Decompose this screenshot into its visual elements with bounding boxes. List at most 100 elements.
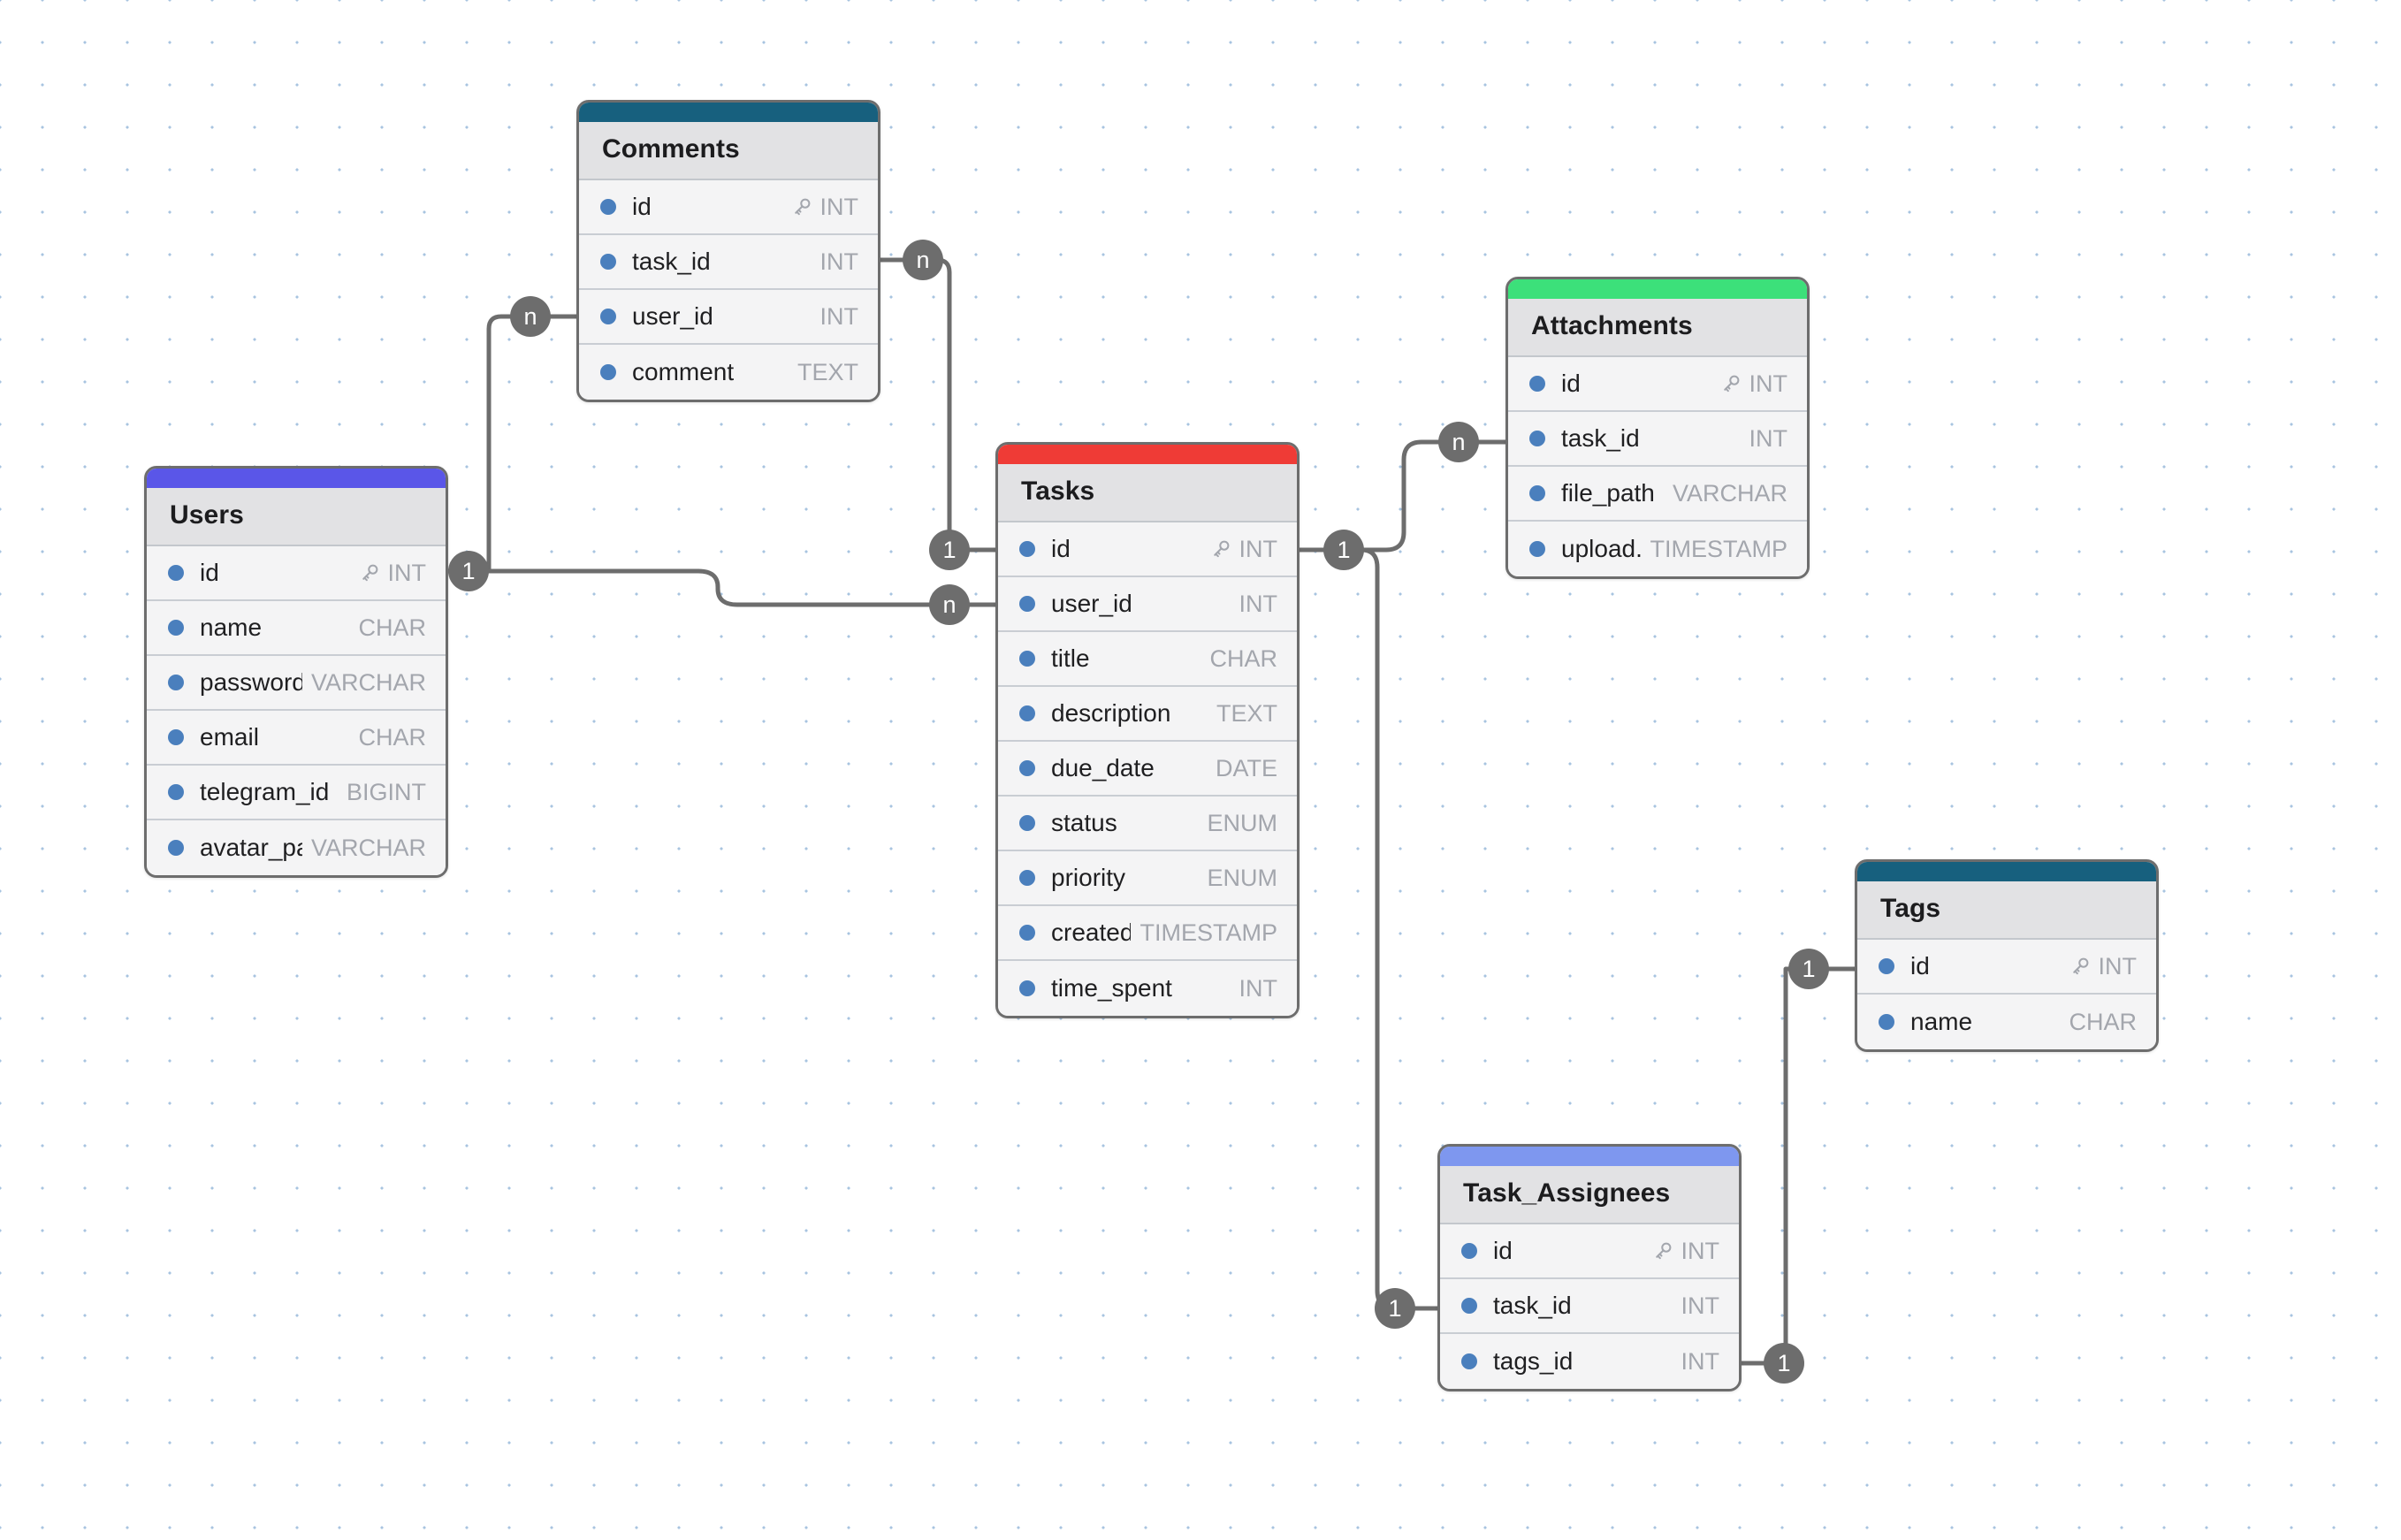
cardinality-badge-source-users-comments[interactable]: 1 — [448, 551, 489, 591]
table-header[interactable]: Attachments — [1508, 299, 1807, 357]
field-row-user_id[interactable]: user_id INT — [579, 290, 878, 345]
field-bullet-icon — [1529, 431, 1545, 446]
field-type: INT — [1749, 370, 1788, 397]
table-header[interactable]: Users — [147, 488, 446, 546]
field-row-description[interactable]: description TEXT — [998, 687, 1297, 742]
field-bullet-icon — [1019, 980, 1035, 996]
field-type-group: INT — [1209, 536, 1277, 563]
cardinality-badge-source-tags-assignees[interactable]: 1 — [1788, 949, 1829, 989]
field-bullet-icon — [168, 729, 184, 745]
field-type: CHAR — [358, 614, 426, 641]
field-type-group: TIMESTAMP — [1140, 919, 1277, 947]
field-bullet-icon — [600, 254, 616, 270]
field-name: user_id — [632, 302, 713, 330]
cardinality-badge-target-users-tasks[interactable]: n — [929, 584, 970, 625]
table-accent-bar — [579, 103, 878, 122]
relationship-edge-tasks-assignees[interactable] — [1297, 547, 1440, 1311]
cardinality-badge-target-users-comments[interactable]: n — [510, 296, 551, 337]
cardinality-badge-target-tasks-comments[interactable]: n — [903, 240, 943, 280]
field-type-group: VARCHAR — [311, 669, 426, 697]
field-bullet-icon — [1019, 925, 1035, 941]
field-row-created[interactable]: created...TIMESTAMP — [998, 906, 1297, 961]
field-bullet-icon — [1019, 651, 1035, 667]
field-row-avatar_pa[interactable]: avatar_pa...VARCHAR — [147, 820, 446, 875]
field-type: VARCHAR — [310, 834, 426, 861]
table-header[interactable]: Task_Assignees — [1440, 1166, 1739, 1224]
table-header[interactable]: Tasks — [998, 464, 1297, 522]
field-type: INT — [387, 559, 427, 586]
cardinality-badge-target-tasks-assignees[interactable]: 1 — [1375, 1288, 1415, 1329]
key-icon — [1213, 540, 1229, 558]
table-accent-bar — [1508, 279, 1807, 299]
field-type-group: VARCHAR — [311, 835, 426, 862]
field-bullet-icon — [168, 675, 184, 690]
field-type-group: INT — [1719, 370, 1788, 398]
field-type-group: INT — [790, 193, 859, 221]
field-row-status[interactable]: status ENUM — [998, 797, 1297, 851]
field-type-group: BIGINT — [347, 779, 426, 806]
field-row-upload[interactable]: upload...TIMESTAMP — [1508, 522, 1807, 576]
field-name: task_id — [1493, 1292, 1572, 1319]
field-type: TIMESTAMP — [1140, 919, 1277, 946]
table-header[interactable]: Tags — [1857, 881, 2156, 940]
field-type: VARCHAR — [310, 668, 426, 696]
field-type-group: ENUM — [1208, 810, 1278, 837]
field-name: id — [1051, 535, 1071, 562]
cardinality-badge-source-tasks-comments[interactable]: 1 — [929, 530, 970, 570]
field-type-group: TEXT — [797, 359, 858, 386]
cardinality-badge-target-tasks-attachments[interactable]: n — [1438, 422, 1479, 462]
relationship-edge-tasks-comments[interactable] — [878, 257, 998, 553]
field-type: INT — [1681, 1347, 1720, 1375]
relationship-edge-tags-assignees[interactable] — [1739, 966, 1857, 1366]
key-icon — [1655, 1242, 1671, 1260]
key-icon — [1723, 375, 1739, 393]
key-icon — [2072, 957, 2088, 975]
field-type-group: VARCHAR — [1673, 480, 1787, 507]
cardinality-badge-source-tasks-attachments[interactable]: 1 — [1323, 530, 1364, 570]
cardinality-badge-target-tags-assignees[interactable]: 1 — [1764, 1343, 1804, 1384]
relationship-edge-users-comments[interactable] — [446, 314, 579, 574]
field-type: CHAR — [2069, 1008, 2137, 1035]
field-name: description — [1051, 699, 1171, 727]
field-type: INT — [819, 193, 859, 220]
field-type-group: INT — [820, 303, 859, 331]
field-type-group: INT — [2069, 953, 2137, 980]
relationship-edge-users-tasks[interactable] — [446, 568, 998, 607]
field-type: BIGINT — [346, 778, 426, 805]
table-header[interactable]: Comments — [579, 122, 878, 180]
table-accent-bar — [1857, 862, 2156, 881]
field-bullet-icon — [1879, 1014, 1894, 1030]
field-name: status — [1051, 809, 1117, 836]
field-row-id[interactable]: id INT — [998, 522, 1297, 577]
field-type-group: TEXT — [1216, 700, 1277, 728]
field-type-group: INT — [1681, 1348, 1720, 1376]
